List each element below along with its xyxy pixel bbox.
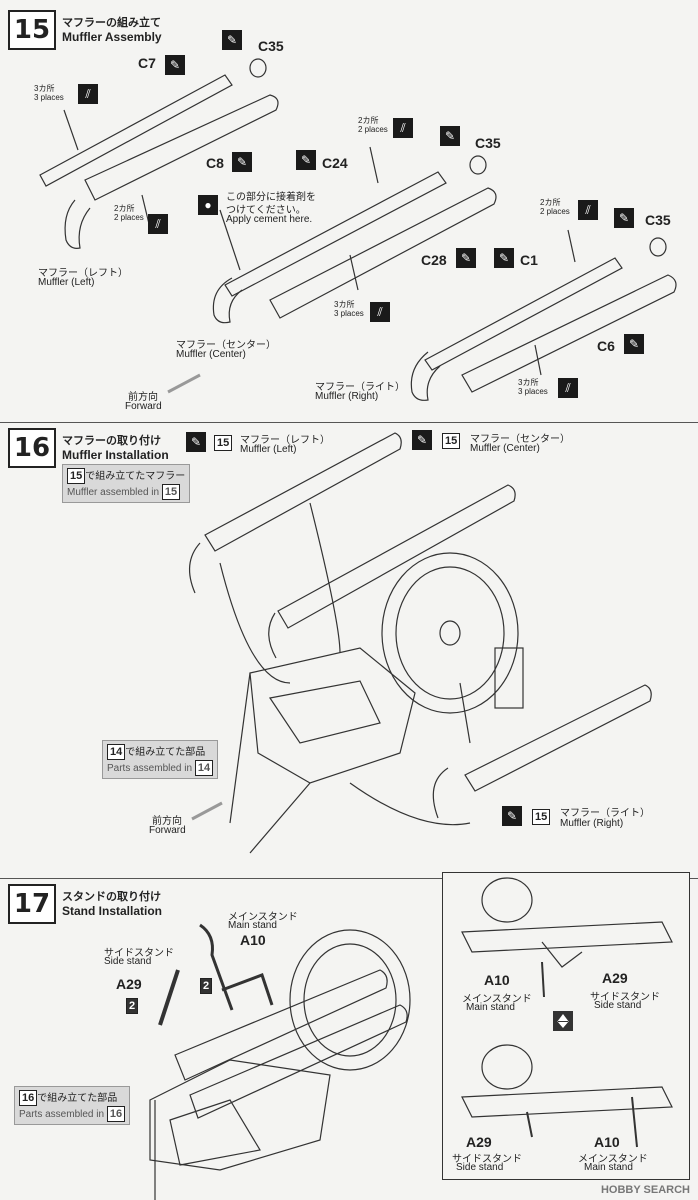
qty-badge: 2	[126, 998, 139, 1014]
side-stand-jp: サイドスタンド	[452, 1154, 522, 1165]
glue-part-icon: ✎	[456, 248, 476, 268]
pin-marker-icon: ⫽	[78, 84, 98, 104]
step-title-jp: マフラーの取り付け	[62, 435, 161, 447]
part-c7: C7	[138, 55, 156, 71]
cement-note-jp2: つけてください。	[226, 205, 306, 216]
section-divider	[0, 422, 698, 423]
cement-icon: ●	[198, 195, 218, 215]
glue-part-icon: ✎	[412, 430, 432, 450]
main-stand-en: Main stand	[466, 1002, 515, 1013]
muffler-left-en: Muffler (Left)	[240, 444, 297, 455]
step-ref-15: 15	[214, 435, 233, 451]
glue-part-icon: ✎	[165, 55, 185, 75]
glue-part-icon: ✎	[232, 152, 252, 172]
section-divider	[0, 878, 698, 879]
glue-part-icon: ✎	[222, 30, 242, 50]
step-title-jp: スタンドの取り付け	[62, 891, 161, 903]
glue-part-icon: ✎	[440, 126, 460, 146]
main-stand-en: Main stand	[584, 1162, 633, 1173]
glue-part-icon: ✎	[296, 150, 316, 170]
main-stand-jp: メインスタンド	[462, 994, 532, 1005]
step-ref-15: 15	[442, 433, 461, 449]
muffler-right-en: Muffler (Right)	[315, 391, 379, 402]
forward-jp: 前方向	[128, 392, 158, 403]
side-stand-jp: サイドスタンド	[590, 992, 660, 1003]
qty-badge: 2	[200, 978, 213, 994]
muffler-left-en: Muffler (Left)	[38, 277, 95, 288]
cement-note-en: Apply cement here.	[226, 214, 313, 225]
pin-marker-icon: ⫽	[558, 378, 578, 398]
glue-part-icon: ✎	[494, 248, 514, 268]
part-c6: C6	[597, 338, 615, 354]
part-c35: C35	[258, 38, 284, 54]
step-title-en: Muffler Installation	[62, 448, 169, 462]
part-c8: C8	[206, 155, 224, 171]
side-stand-en: Side stand	[104, 956, 152, 967]
part-a10: A10	[594, 1134, 620, 1150]
part-c35: C35	[645, 212, 671, 228]
muffler-right-jp: マフラー（ライト）	[560, 808, 650, 819]
side-stand-en: Side stand	[594, 1000, 642, 1011]
muffler-right-jp: マフラー（ライト）	[315, 382, 405, 393]
side-stand-jp: サイドスタンド	[104, 948, 174, 959]
pin-marker-icon: ⫽	[578, 200, 598, 220]
glue-part-icon: ✎	[186, 432, 206, 452]
main-stand-jp: メインスタンド	[578, 1154, 648, 1165]
pin-marker-icon: ⫽	[393, 118, 413, 138]
cement-note-jp1: この部分に接着剤を	[226, 192, 316, 203]
watermark: HOBBY SEARCH	[600, 1184, 690, 1196]
part-a10: A10	[240, 932, 266, 948]
muffler-left-jp: マフラー（レフト）	[240, 435, 330, 446]
muffler-center-en: Muffler (Center)	[176, 349, 246, 360]
step-title-jp: マフラーの組み立て	[62, 17, 161, 29]
part-c1: C1	[520, 252, 538, 268]
part-c28: C28	[421, 252, 447, 268]
muffler-center-jp: マフラー（センター）	[176, 340, 276, 351]
step-title-en: Muffler Assembly	[62, 30, 162, 44]
stand-installation-diagram	[149, 923, 411, 1200]
side-stand-en: Side stand	[456, 1162, 504, 1173]
muffler-right-en: Muffler (Right)	[560, 818, 624, 829]
pin-marker-icon: ⫽	[148, 214, 168, 234]
muffler-installation-diagram	[189, 432, 652, 854]
muffler-left-jp: マフラー（レフト）	[38, 268, 128, 279]
forward-en: Forward	[149, 825, 186, 836]
forward-en: Forward	[125, 401, 162, 412]
part-c24: C24	[322, 155, 348, 171]
muffler-center-en: Muffler (Center)	[470, 443, 540, 454]
muffler-assembly-diagram	[39, 58, 677, 401]
step-title-en: Stand Installation	[62, 904, 163, 918]
pin-marker-icon: ⫽	[370, 302, 390, 322]
muffler-center-jp: マフラー（センター）	[470, 434, 570, 445]
glue-part-icon: ✎	[502, 806, 522, 826]
part-a29: A29	[116, 976, 142, 992]
step-ref-15: 15	[532, 809, 551, 825]
step-number-16: 16	[8, 428, 56, 468]
part-c35: C35	[475, 135, 501, 151]
glue-part-icon: ✎	[624, 334, 644, 354]
main-stand-en: Main stand	[228, 920, 277, 931]
part-a29: A29	[466, 1134, 492, 1150]
part-a29: A29	[602, 970, 628, 986]
step-number-15: 15	[8, 10, 56, 50]
forward-jp: 前方向	[152, 816, 182, 827]
main-stand-jp: メインスタンド	[228, 912, 298, 923]
part-a10: A10	[484, 972, 510, 988]
glue-part-icon: ✎	[614, 208, 634, 228]
step-number-17: 17	[8, 884, 56, 924]
stand-detail-diagram	[461, 877, 673, 1148]
